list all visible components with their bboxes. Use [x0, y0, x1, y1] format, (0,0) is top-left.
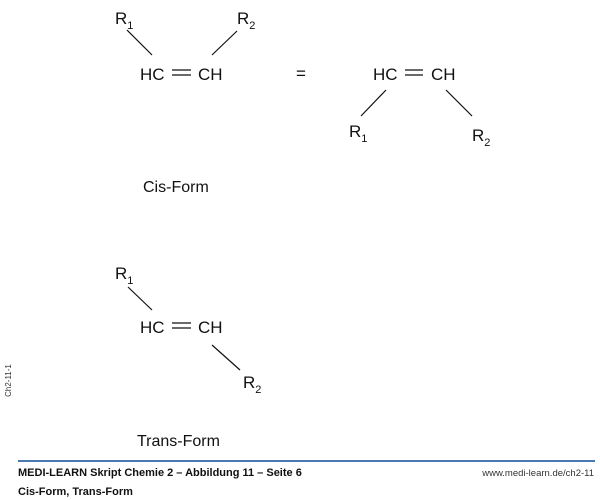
cis-structure-left	[126, 29, 238, 76]
cis-alt-r1: R1	[349, 122, 367, 145]
trans-hc: HC	[140, 318, 165, 337]
cis-structure-right	[360, 69, 473, 117]
trans-ch: CH	[198, 318, 223, 337]
cis-r1: R1	[115, 9, 133, 32]
trans-caption: Trans-Form	[137, 433, 220, 450]
footer-subtitle: Cis-Form, Trans-Form	[18, 486, 133, 498]
trans-r1: R1	[115, 264, 133, 287]
cis-alt-r2: R2	[472, 126, 490, 149]
bond-r1	[126, 29, 153, 56]
bond-r2	[211, 30, 238, 56]
bond-r1	[127, 286, 153, 311]
trans-r2: R2	[243, 373, 261, 396]
cis-caption: Cis-Form	[143, 179, 209, 196]
cis-alt-ch: CH	[431, 65, 456, 84]
cis-r2: R2	[237, 9, 255, 32]
footer-title: MEDI-LEARN Skript Chemie 2 – Abbildung 1…	[18, 467, 302, 479]
footer-divider	[18, 460, 595, 462]
figure-id-label: Ch2-11-1	[3, 364, 13, 397]
cis-ch: CH	[198, 65, 223, 84]
cis-hc: HC	[140, 65, 165, 84]
bond-r1	[360, 89, 387, 117]
equals-sign: =	[296, 64, 306, 83]
bond-r2	[211, 344, 241, 371]
trans-structure	[127, 286, 241, 371]
footer-url[interactable]: www.medi-learn.de/ch2-11	[482, 468, 594, 479]
cis-alt-hc: HC	[373, 65, 398, 84]
bond-r2	[445, 89, 473, 117]
